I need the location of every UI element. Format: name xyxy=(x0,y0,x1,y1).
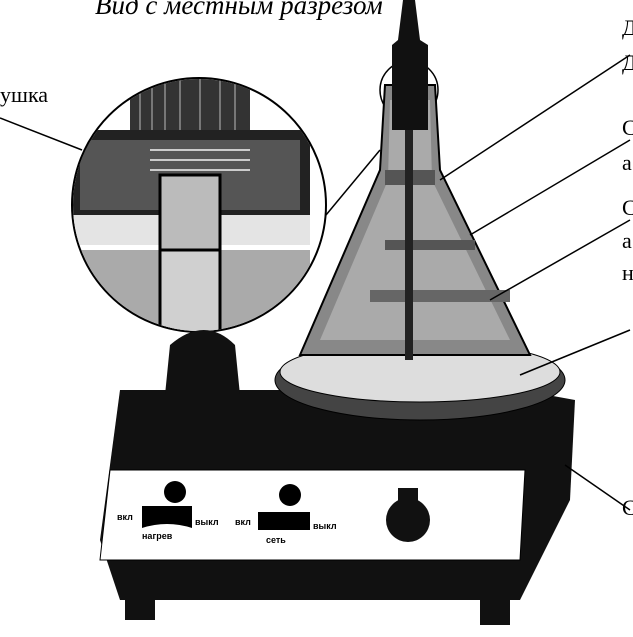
callout-label-left: ушка xyxy=(0,82,49,107)
right-label-8: С xyxy=(622,495,633,520)
power-off-label: выкл xyxy=(313,521,337,531)
right-label-7: н xyxy=(622,260,633,285)
heat-on-label: вкл xyxy=(117,512,133,522)
view-title: Вид с местным разрезом xyxy=(95,0,383,20)
magnified-section xyxy=(0,60,439,333)
power-switch-label: сеть xyxy=(266,535,286,545)
power-on-label: вкл xyxy=(235,517,251,527)
right-label-3: С xyxy=(622,115,633,140)
right-label-6: а xyxy=(622,228,632,253)
right-label-5: С xyxy=(622,195,633,220)
heat-switch-label: нагрев xyxy=(142,531,173,541)
right-label-4: а xyxy=(622,150,632,175)
leader-lines xyxy=(439,54,631,511)
conical-flask xyxy=(298,0,532,360)
stirrer-base xyxy=(99,330,575,625)
right-label-2: Д xyxy=(622,50,633,75)
right-label-1: Д xyxy=(622,15,633,40)
heat-off-label: выкл xyxy=(195,517,219,527)
